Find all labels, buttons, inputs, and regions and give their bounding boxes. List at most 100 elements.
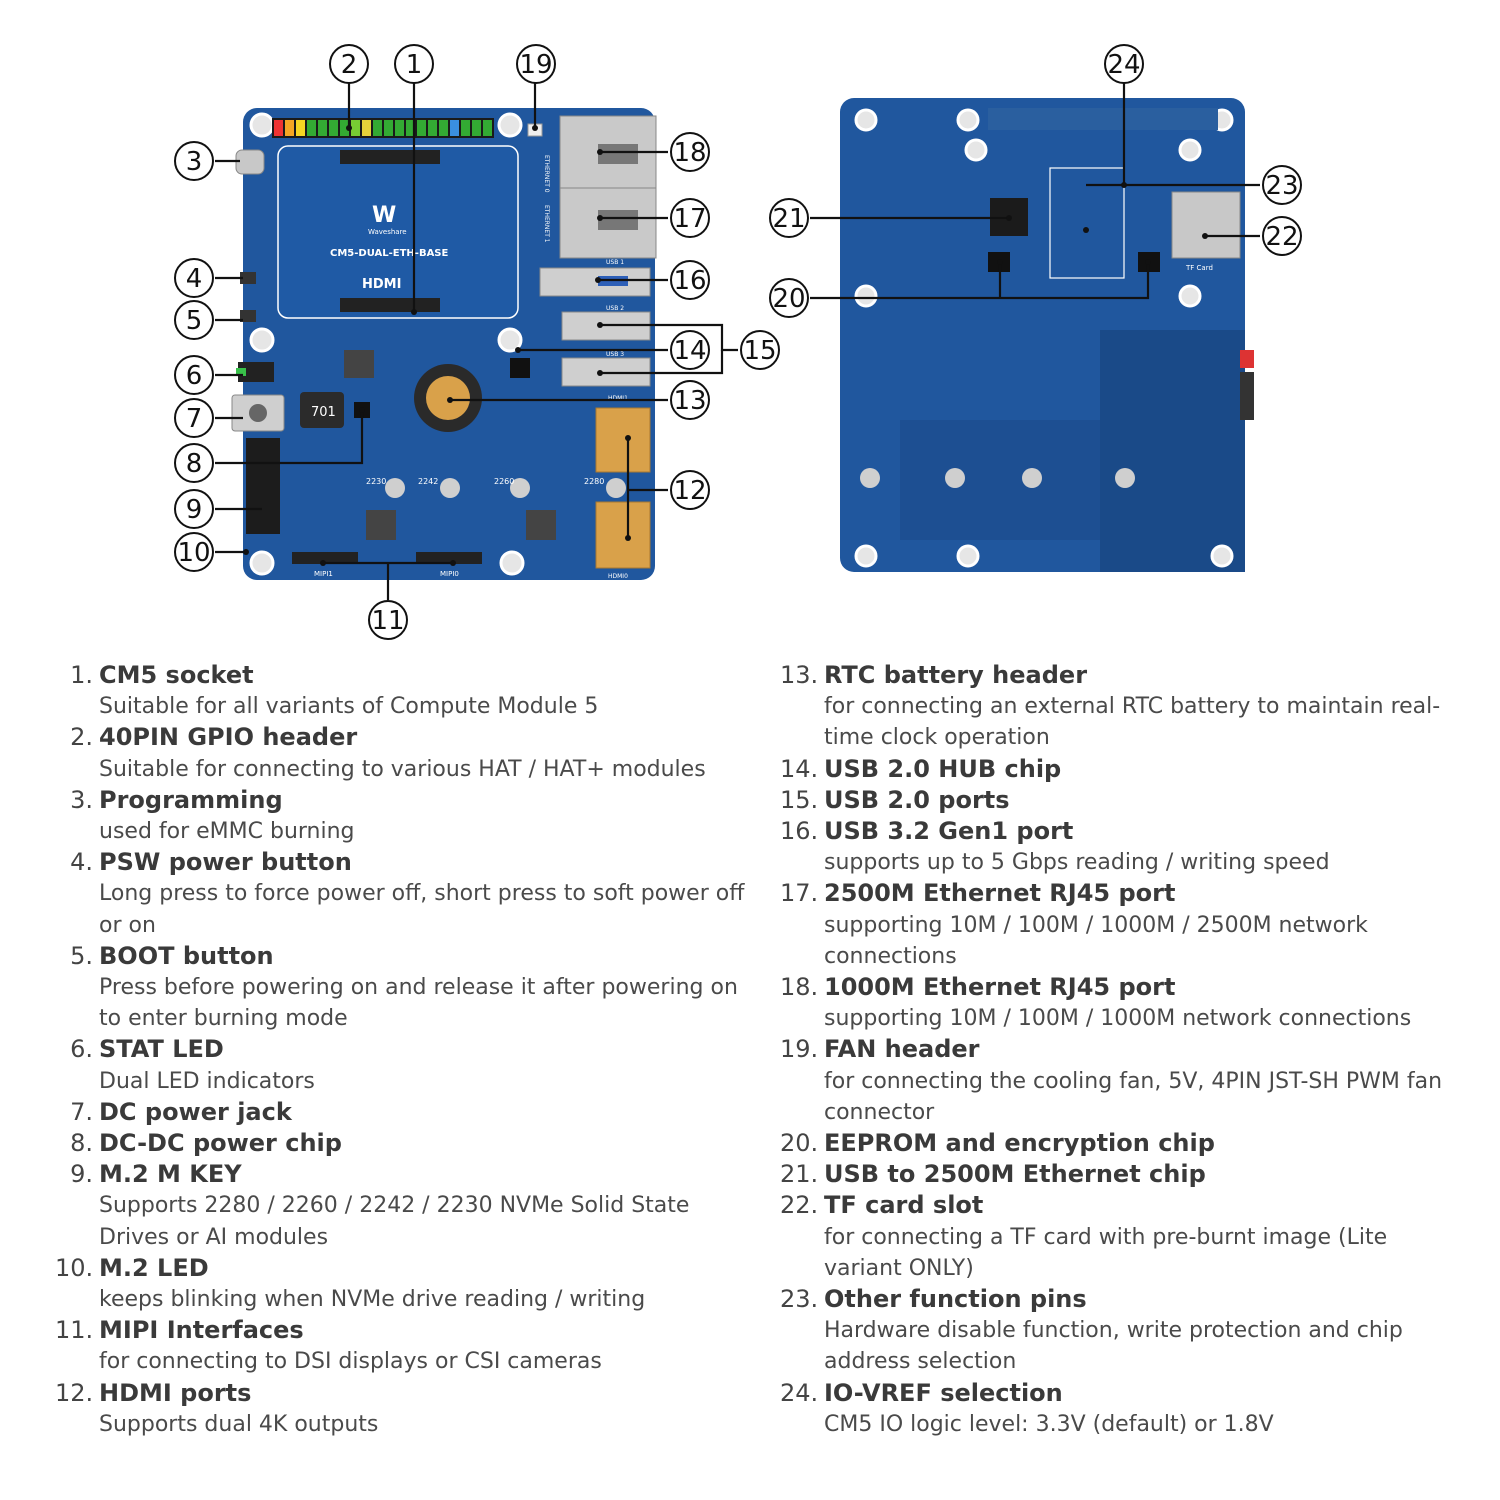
feature-number: 20. [780,1129,819,1158]
svg-text:MIPI1: MIPI1 [314,570,333,578]
callout-label: 3 [186,147,203,177]
callout-6: 6 [174,355,214,395]
feature-description: Supports 2280 / 2260 / 2242 / 2230 NVMe … [99,1193,690,1250]
svg-text:2280: 2280 [584,477,604,486]
mipi0-connector [416,552,482,564]
callout-9: 9 [174,489,214,529]
board-diagram: W Waveshare CM5-DUAL-ETH-BASE HDMI 701 2… [174,44,1302,640]
callout-8: 8 [174,443,214,483]
tf-card-slot [1171,191,1241,259]
feature-description: Suitable for all variants of Compute Mod… [99,694,599,720]
callout-label: 15 [743,336,776,366]
gpio-pin [351,120,360,136]
feature-description: CM5 IO logic level: 3.3V (default) or 1.… [824,1411,1274,1437]
feature-number: 15. [780,785,819,814]
feature-number: 3. [70,785,93,814]
callout-label: 22 [1265,222,1298,252]
callout-3: 3 [174,141,214,181]
gpio-header [272,118,494,138]
callout-label: 13 [673,386,706,416]
feature-number: 13. [780,661,819,689]
feature-description: for connecting a TF card with pre-burnt … [824,1224,1388,1281]
callout-18: 18 [670,132,710,172]
feature-description: Long press to force power off, short pre… [99,881,745,938]
feature-number: 2. [70,723,93,752]
gpio-pin [439,120,448,136]
callout-15: 15 [740,330,780,370]
feature-number: 8. [70,1129,93,1158]
gpio-pin [373,120,382,136]
feature-title: USB 2.0 ports [824,785,1010,814]
feature-item: 14.USB 2.0 HUB chip [780,754,1470,785]
feature-title: MIPI Interfaces [99,1316,304,1345]
callout-label: 12 [673,476,706,506]
psw-button [240,272,256,284]
mounting-holes-back [854,108,1234,568]
feature-number: 16. [780,817,819,846]
feature-title: USB 3.2 Gen1 port [824,817,1074,846]
svg-text:ETHERNET 0: ETHERNET 0 [543,155,550,193]
feature-title: 2500M Ethernet RJ45 port [824,879,1176,908]
feature-title: TF card slot [824,1191,984,1220]
feature-number: 17. [780,879,819,908]
callout-label: 11 [371,606,404,636]
callout-label: 23 [1265,171,1298,201]
back-standoffs [860,468,1135,488]
svg-text:TF Card: TF Card [1185,264,1213,272]
inductor-top [344,350,374,378]
gpio-pin [417,120,426,136]
feature-title: DC power jack [99,1097,292,1126]
feature-title: Programming [99,785,283,814]
function-pins-area [1049,167,1125,279]
gpio-pin [318,120,327,136]
feature-description: supporting 10M / 100M / 1000M network co… [824,1006,1412,1032]
usb-c-programming [235,149,265,175]
svg-text:2242: 2242 [418,477,438,486]
hdmi-port-1 [595,407,651,473]
callout-label: 18 [673,138,706,168]
feature-title: 40PIN GPIO header [99,723,358,752]
callout-label: 4 [186,264,203,294]
board-front: W Waveshare CM5-DUAL-ETH-BASE HDMI 701 2… [231,108,657,580]
mounting-holes-front [249,112,525,576]
svg-text:2230: 2230 [366,477,386,486]
cm5-connector-top [340,150,440,164]
boot-button [240,310,256,322]
feature-description: for connecting an external RTC battery t… [824,694,1441,751]
leader-dots [243,125,1208,566]
feature-number: 4. [70,848,93,877]
feature-title: M.2 M KEY [99,1160,242,1189]
m2-slot [246,438,280,534]
gpio-pin [450,120,459,136]
svg-text:USB 3: USB 3 [606,351,624,358]
callout-19: 19 [516,44,556,84]
feature-number: 24. [780,1378,819,1407]
callout-24: 24 [1104,44,1144,84]
gpio-pin [428,120,437,136]
product-name: CM5-DUAL-ETH-BASE [330,248,449,259]
gpio-pin [472,120,481,136]
feature-title: STAT LED [99,1035,224,1064]
feature-description: Dual LED indicators [99,1068,315,1094]
brand-name: Waveshare [368,228,407,236]
feature-number: 10. [55,1253,94,1282]
callout-13: 13 [670,380,710,420]
inductor-701 [300,392,344,428]
hdmi-logo: HDMI [362,277,401,292]
gpio-pin [296,120,305,136]
gpio-pin [329,120,338,136]
callout-16: 16 [670,260,710,300]
feature-description: for connecting the cooling fan, 5V, 4PIN… [824,1068,1443,1125]
